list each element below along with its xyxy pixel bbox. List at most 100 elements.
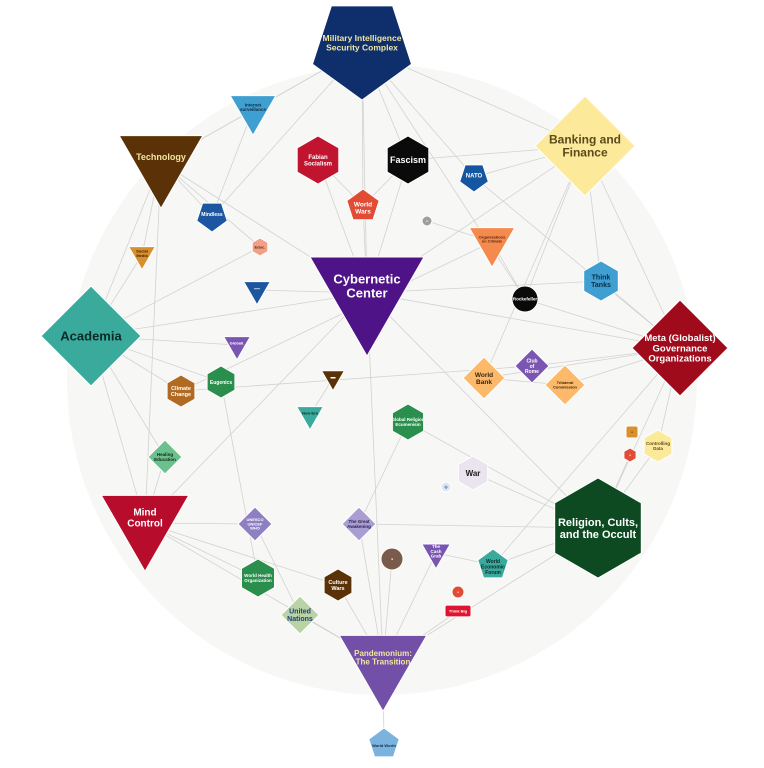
node-purple-small[interactable]: Globali.: [222, 336, 252, 361]
edge: [180, 241, 493, 392]
edge: [366, 292, 681, 349]
node-war-img[interactable]: War: [457, 455, 489, 491]
node-shape-diamond: [544, 364, 586, 406]
node-label: Organizations: [479, 234, 506, 239]
node-label: NATO: [466, 174, 483, 180]
node-label: Technology: [136, 152, 186, 162]
node-world-worth[interactable]: World Worth: [368, 727, 400, 758]
node-label: The Transition: [356, 658, 411, 667]
node-shape-hexagon: [296, 135, 340, 185]
node-label: Rockefeller: [513, 297, 538, 302]
node-salmon[interactable]: Educ.: [251, 237, 269, 257]
node-globe-small[interactable]: ◎: [440, 481, 452, 493]
node-shape-tri-down: [242, 281, 272, 306]
node-black-circle[interactable]: Rockefeller: [511, 285, 539, 313]
node-mindless[interactable]: Mindless: [196, 202, 228, 233]
node-label: —: [254, 286, 260, 292]
node-shape-circle: [440, 481, 452, 493]
node-label: Trilateral: [557, 380, 574, 385]
node-shape-pentagon-down: [311, 5, 413, 101]
edge: [144, 161, 162, 524]
node-label: Banking and: [549, 133, 621, 147]
node-religion[interactable]: Religion, Cults,and the Occult: [554, 477, 642, 579]
node-label: Climate: [171, 386, 191, 392]
node-fascism[interactable]: Fascism: [386, 135, 430, 185]
node-label: Academia: [60, 329, 122, 344]
node-label: Meta (Globalist): [644, 333, 715, 344]
node-label: Fascism: [390, 155, 426, 165]
node-label: United: [289, 609, 311, 616]
node-photo-circle[interactable]: ●: [380, 547, 404, 571]
edge: [254, 523, 301, 616]
node-label: Pandemonium:: [354, 649, 412, 658]
node-label: Eugenics: [210, 380, 232, 386]
node-red-rect[interactable]: Think Big: [444, 604, 472, 618]
node-shape-pentagon: [368, 727, 400, 758]
node-label: Healing: [157, 452, 174, 457]
node-shape-hexagon: [323, 568, 353, 602]
node-shape-tri-down: [420, 543, 452, 570]
node-label: Control: [127, 518, 163, 529]
node-academia[interactable]: Academia: [40, 285, 142, 387]
node-nato[interactable]: NATO: [459, 164, 489, 193]
node-shape-rect: [444, 604, 472, 618]
node-label: World: [475, 372, 493, 379]
node-label: ▬: [331, 374, 336, 380]
node-shape-pentagon: [477, 548, 509, 579]
node-shape-diamond: [40, 285, 142, 387]
node-label: Military Intelligence: [323, 33, 402, 43]
node-brown-tri[interactable]: ▬: [320, 370, 346, 392]
node-label: The Great: [348, 519, 370, 524]
edge: [473, 176, 681, 349]
node-eugenics[interactable]: Eugenics: [206, 365, 236, 399]
node-shape-diamond: [462, 356, 506, 400]
node-shape-square: [625, 425, 639, 439]
node-label: Culture: [328, 580, 347, 586]
node-pink-small[interactable]: ●: [451, 585, 465, 599]
node-label: Rome: [525, 369, 539, 375]
node-label: Security Complex: [326, 42, 398, 52]
node-pandemonium[interactable]: Pandemonium:The Transition: [338, 634, 428, 713]
edge: [358, 421, 409, 525]
node-red-small[interactable]: ●: [623, 447, 637, 463]
node-shape-hexagon: [623, 447, 637, 463]
node-label: Finance: [562, 146, 608, 160]
node-label: Controlling: [646, 441, 670, 446]
node-label: Ecumenism: [395, 422, 420, 427]
node-blue-tri[interactable]: —: [242, 281, 272, 306]
node-orange-small[interactable]: ●: [625, 425, 639, 439]
node-shape-circle: [451, 585, 465, 599]
edge: [483, 145, 586, 379]
node-label: World: [354, 202, 372, 209]
node-teal-tri[interactable]: New Era: [295, 406, 325, 431]
node-tiny-grey[interactable]: ●: [421, 215, 433, 227]
node-shape-pentagon: [346, 188, 380, 221]
node-technology[interactable]: Technology: [118, 135, 204, 210]
